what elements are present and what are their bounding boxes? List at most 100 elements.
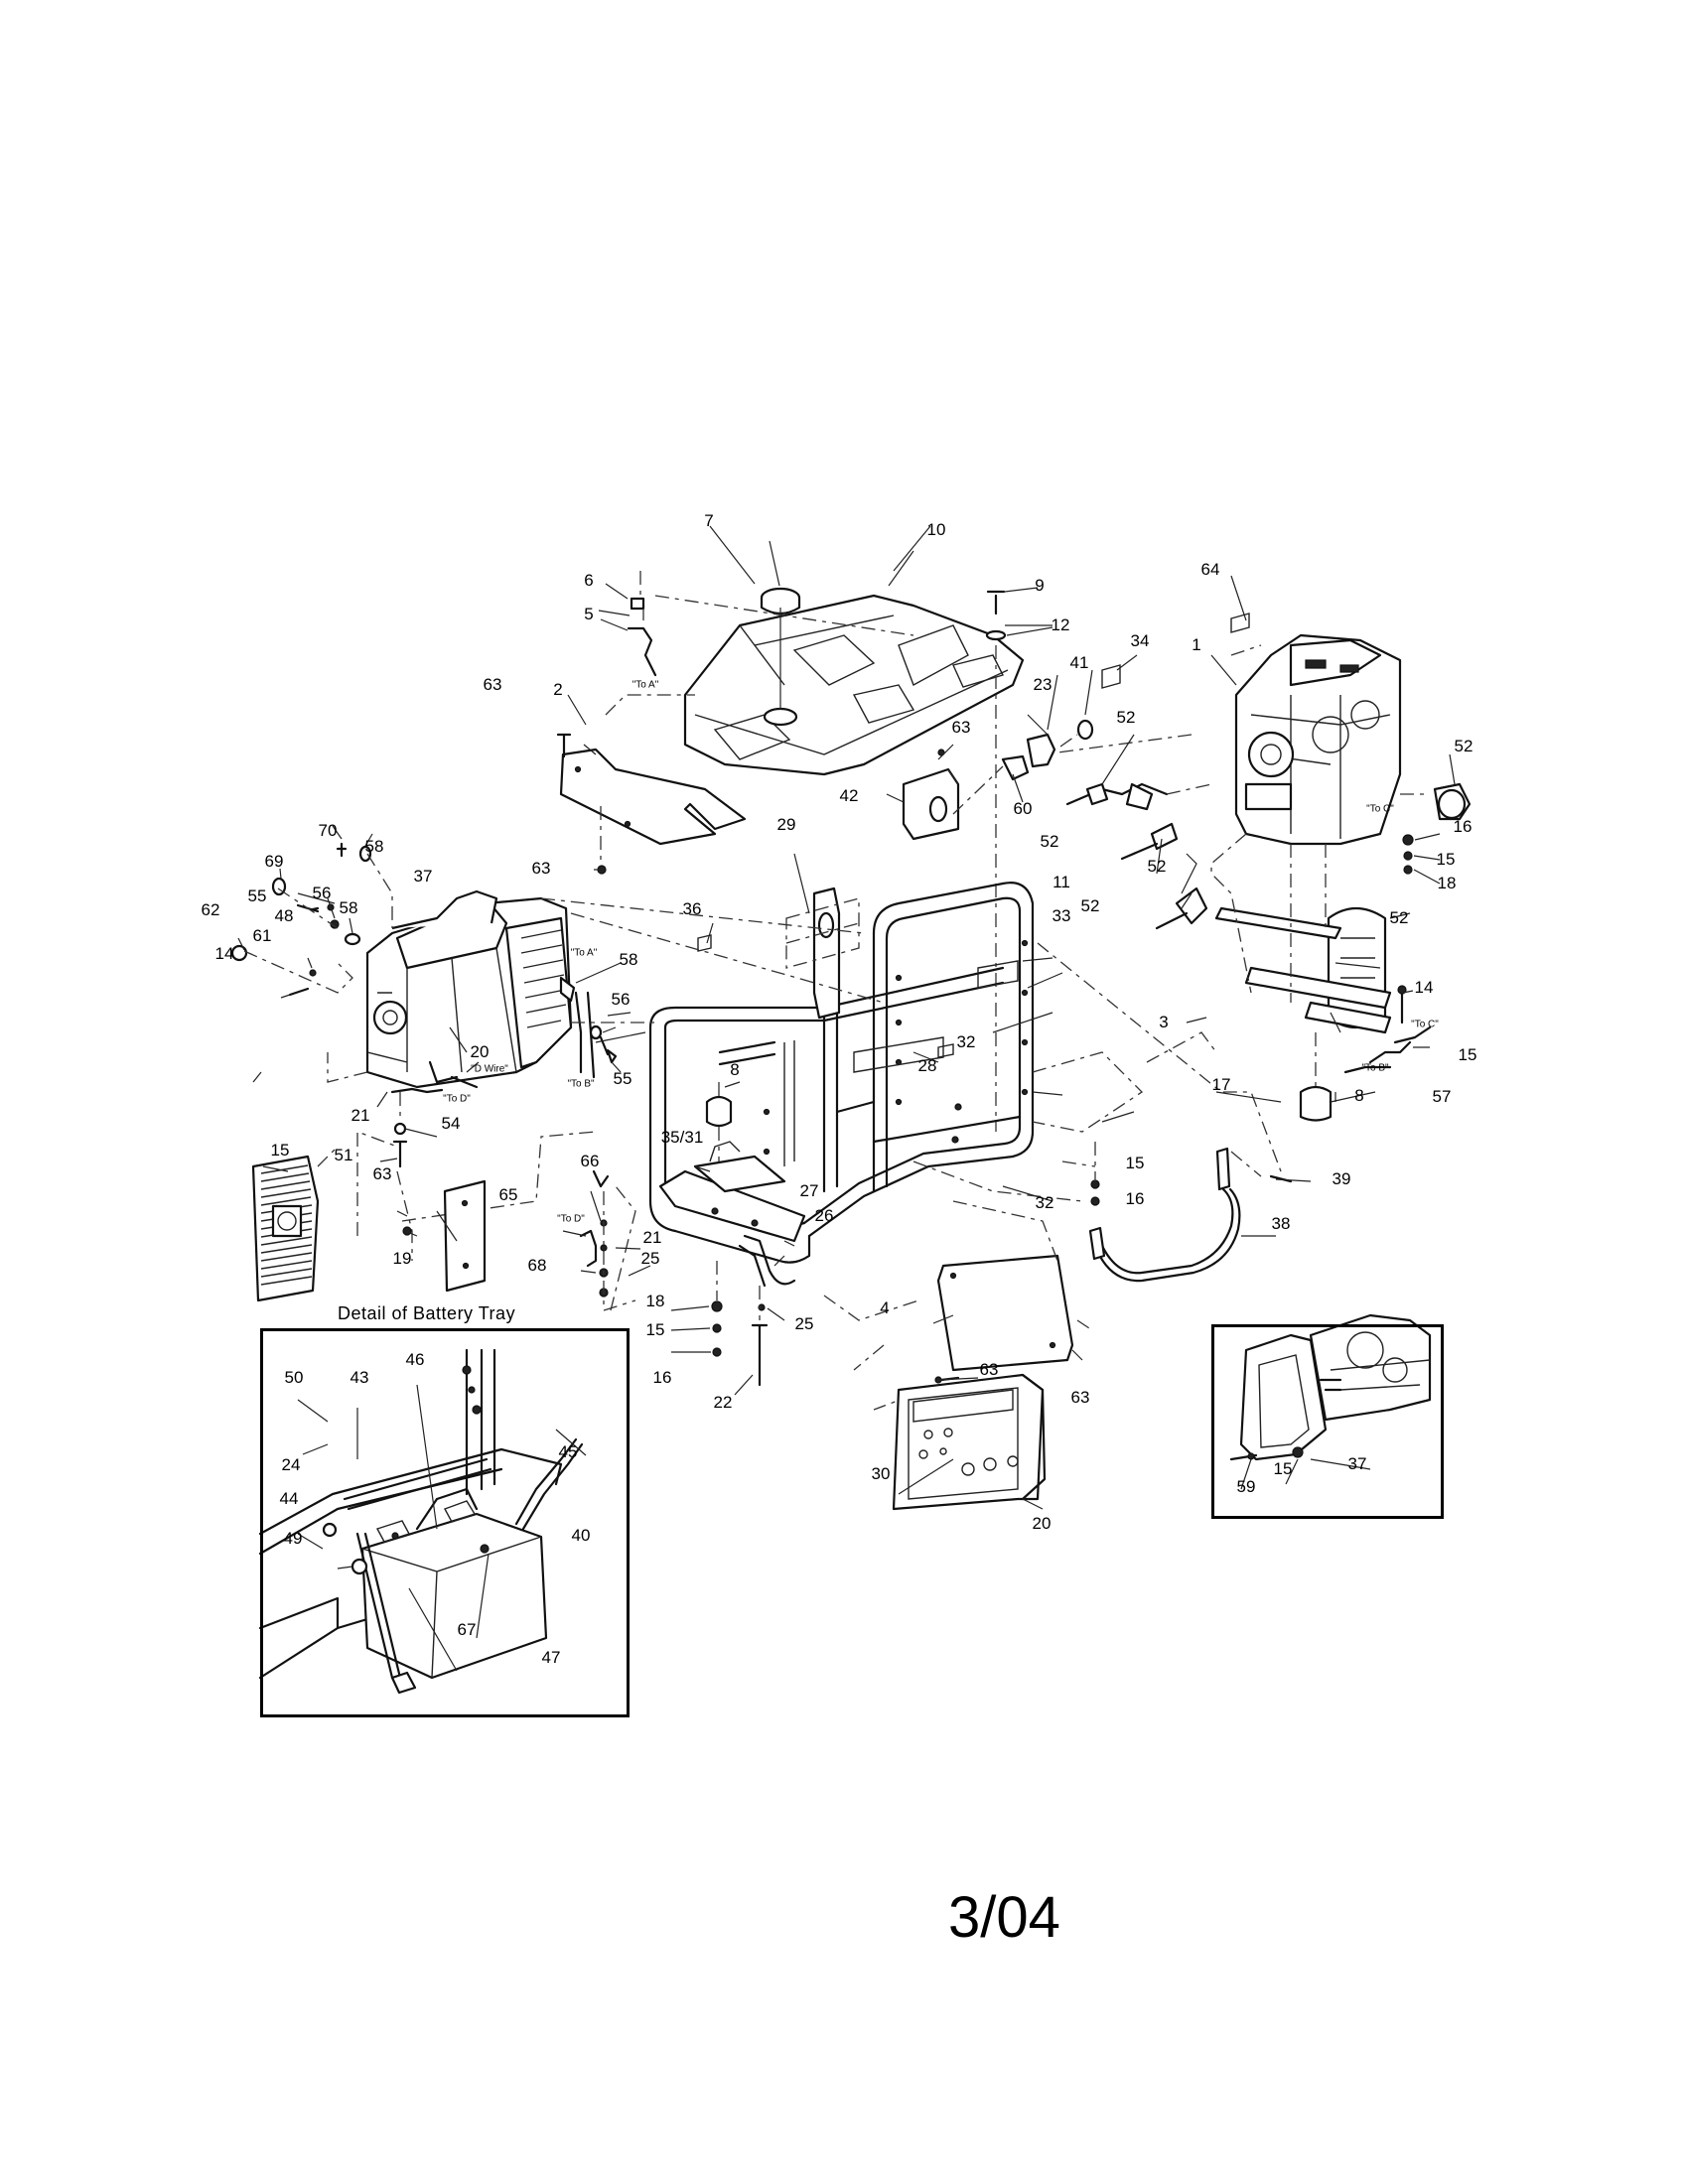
part-callout: 63 [1070,1388,1090,1407]
part-callout: 15 [1436,850,1456,869]
part-callout: 28 [917,1056,937,1075]
base-plate [402,1179,487,1293]
top-panel [556,694,747,875]
part-callout: 15 [270,1141,290,1160]
part-callout: 55 [247,887,267,905]
generator-cover [391,889,498,930]
frame [648,882,1035,1288]
part-callout: 33 [1052,906,1071,925]
part-callout: 58 [364,837,384,856]
engine-hardware [1402,833,1441,885]
part-callout: 15 [1273,1459,1293,1478]
fuel-line-fitting [1065,782,1169,811]
part-callout: 43 [350,1368,369,1387]
air-filter-cover [1433,782,1472,821]
wire-note-to-a: "To A" [632,679,659,691]
wire-note-to-c: "To C" [1366,803,1394,815]
part-callout: 58 [619,950,638,969]
part-callout: 34 [1130,631,1150,650]
part-callout: 32 [1035,1193,1054,1212]
wire-note-to-b: "To B" [567,1078,595,1090]
part-callout: 49 [283,1529,303,1548]
part-callout: 26 [814,1206,834,1225]
wire-note-to-b: "To B" [1361,1062,1389,1074]
part-callout: 50 [284,1368,304,1387]
part-callout: 63 [979,1360,999,1379]
part-callout: 52 [1080,896,1100,915]
part-callout: 14 [214,944,234,963]
part-callout: 12 [1051,615,1070,634]
part-callout: 16 [1453,817,1473,836]
fuel-cap [760,587,801,615]
part-callout: 8 [730,1060,740,1079]
part-callout: 16 [1125,1189,1145,1208]
part-callout: 68 [527,1256,547,1275]
part-callout: 21 [642,1228,662,1247]
part-callout: 18 [1437,874,1457,892]
part-callout: 15 [645,1320,665,1339]
tank-screw [985,587,1053,1132]
part-callout: 52 [1454,737,1474,755]
battery-tray [693,1141,786,1193]
part-callout: 51 [334,1146,353,1164]
part-callout: 38 [1271,1214,1291,1233]
receptacle-bracket [902,767,960,841]
part-callout: 19 [392,1249,412,1268]
part-callout: 22 [713,1393,733,1412]
part-callout: 2 [553,680,563,699]
ground-cable [1088,1147,1293,1283]
grille-cover [251,1155,320,1302]
part-callout: 27 [799,1181,819,1200]
fuel-fittings [600,571,914,677]
part-callout: 64 [1200,560,1220,579]
part-callout: 11 [1052,873,1070,891]
part-callout: 47 [541,1648,561,1667]
part-callout: 62 [201,900,220,919]
part-callout: 66 [580,1152,600,1170]
part-callout: 63 [372,1164,392,1183]
part-callout: 30 [871,1464,891,1483]
part-callout: 63 [483,675,502,694]
decal [697,934,712,952]
battery-tray-detail-frame [260,1328,630,1717]
rubber-mount-left [705,1082,733,1166]
part-callout: 29 [776,815,796,834]
part-callout: 8 [1354,1086,1364,1105]
battery-cable-hardware [579,1169,636,1311]
generator-hardware [230,825,393,999]
part-callout: 69 [264,852,284,871]
part-callout: 32 [956,1032,976,1051]
part-callout: 25 [640,1249,660,1268]
part-callout: 14 [1414,978,1434,997]
part-callout: 4 [880,1298,890,1317]
generator-ground [356,1087,444,1236]
frame-mount-hardware [670,1261,785,1396]
part-callout: 48 [274,906,294,925]
part-callout: 58 [339,898,358,917]
wire-note-to-d: "To D" [557,1213,585,1225]
breaker [1001,719,1094,781]
part-callout: 37 [1347,1454,1367,1473]
rubber-mount-right [1299,1032,1333,1122]
part-callout: 35/31 [660,1128,704,1147]
part-callout: 61 [252,926,272,945]
part-callout: 37 [413,867,433,886]
battery-detail [258,1348,587,1695]
part-callout: 39 [1332,1169,1351,1188]
part-callout: 65 [498,1185,518,1204]
part-callout: 55 [613,1069,632,1088]
part-callout: 56 [312,884,332,902]
fuel-tank [683,594,1025,776]
wire-note-d-wire: "D Wire" [471,1063,508,1075]
generator-end [365,896,573,1089]
part-callout: 41 [1069,653,1089,672]
part-callout: 5 [584,605,594,623]
part-callout: 52 [1147,857,1167,876]
generator-wiring [559,962,622,1079]
part-callout: 45 [558,1442,578,1461]
part-callout: 44 [279,1489,299,1508]
part-callout: 20 [470,1042,490,1061]
part-callout: 10 [926,520,946,539]
part-callout: 52 [1116,708,1136,727]
